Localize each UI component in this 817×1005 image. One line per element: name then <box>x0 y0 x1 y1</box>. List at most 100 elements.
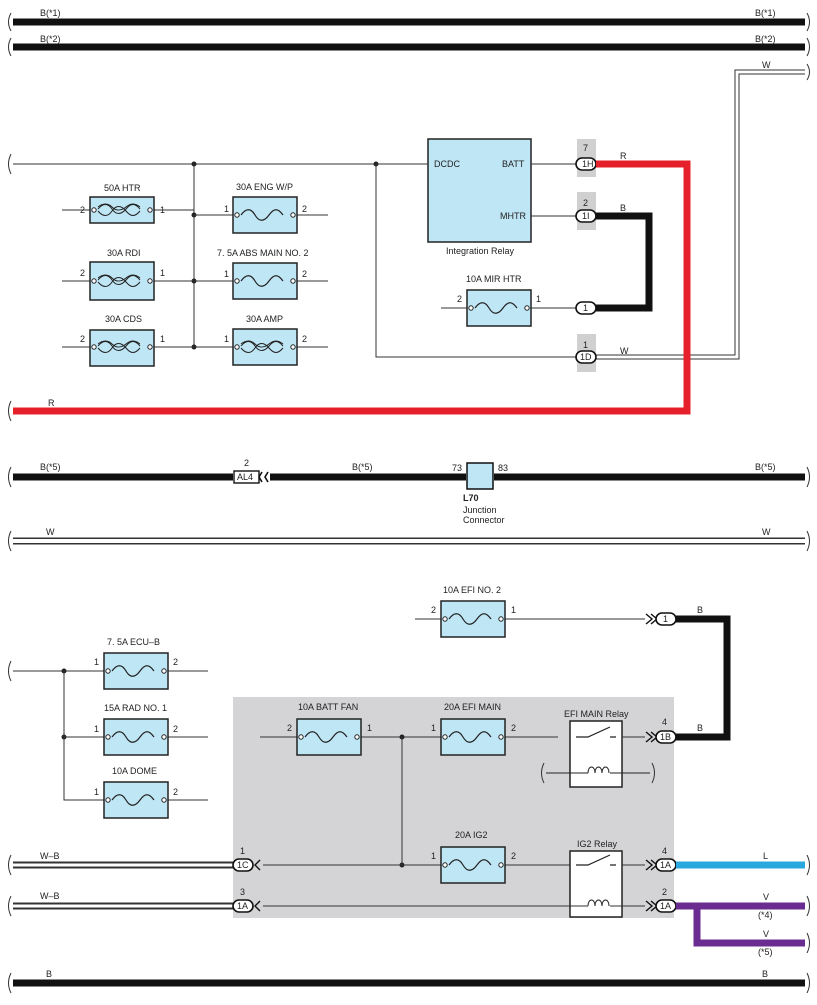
svg-text:1A: 1A <box>237 901 248 911</box>
wire-label: B <box>762 969 768 979</box>
svg-text:1: 1 <box>224 269 229 279</box>
wire-label: B(*2) <box>755 34 776 44</box>
fuse-10a-mir-htr: 10A MIR HTR 2 1 <box>441 274 578 327</box>
fuse-label: 10A MIR HTR <box>466 274 522 284</box>
bus-break-icon <box>8 530 810 552</box>
svg-text:2: 2 <box>173 724 178 734</box>
wire-label: B <box>697 605 703 615</box>
wire-label: B <box>697 723 703 733</box>
wire-label: B(*1) <box>40 8 61 18</box>
svg-text:DCDC: DCDC <box>434 159 460 169</box>
bus-break-icon <box>8 972 810 994</box>
wire-note: (*5) <box>758 947 773 957</box>
wire-label: W <box>620 346 629 356</box>
fuse-30a-amp: 30A AMP 1 2 <box>194 314 328 366</box>
svg-text:1: 1 <box>663 614 668 624</box>
svg-text:2: 2 <box>80 268 85 278</box>
relay-label: Integration Relay <box>446 246 515 256</box>
svg-text:1A: 1A <box>660 860 671 870</box>
fuse-label: 30A CDS <box>105 314 142 324</box>
svg-text:1I: 1I <box>582 211 590 221</box>
junction-connector-l70: 73 83 L70 Junction Connector <box>452 462 508 525</box>
svg-text:MHTR: MHTR <box>500 211 526 221</box>
connector-1h: 1H 7 <box>575 143 597 171</box>
fuse-label: 20A IG2 <box>455 830 488 840</box>
svg-text:1: 1 <box>536 294 541 304</box>
fuse-30a-eng-wp: 30A ENG W/P 1 2 <box>194 182 328 234</box>
wire-label: B(*5) <box>755 462 776 472</box>
wire-note: (*4) <box>758 910 773 920</box>
fuse-label: 20A EFI MAIN <box>444 702 501 712</box>
svg-text:1: 1 <box>224 334 229 344</box>
svg-text:1: 1 <box>94 724 99 734</box>
connector-1d: 1D 1 <box>575 340 597 364</box>
svg-text:73: 73 <box>452 463 462 473</box>
svg-text:2: 2 <box>287 723 292 733</box>
connector-1a-l: 1A 4 <box>655 846 677 872</box>
connector-efi-1: 1 <box>655 612 677 626</box>
svg-text:4: 4 <box>662 846 667 856</box>
bus-break-icon <box>8 466 810 488</box>
fuse-20a-efi-main: 20A EFI MAIN 1 2 <box>431 702 516 756</box>
connector-1a-in: 1A 3 <box>232 887 261 913</box>
svg-text:L70: L70 <box>463 493 479 503</box>
svg-text:1D: 1D <box>580 352 592 362</box>
fuse-label: 15A RAD NO. 1 <box>104 703 167 713</box>
wire-label: B(*2) <box>40 34 61 44</box>
svg-text:1: 1 <box>240 846 245 856</box>
connector-1c: 1C 1 <box>232 846 261 872</box>
svg-text:1: 1 <box>160 334 165 344</box>
svg-text:2: 2 <box>80 205 85 215</box>
wire-label: W–B <box>40 851 60 861</box>
svg-text:2: 2 <box>431 605 436 615</box>
svg-text:2: 2 <box>583 198 588 208</box>
bus-break-icon <box>8 400 12 422</box>
fuse-7-5a-abs-main-no2: 7. 5A ABS MAIN NO. 2 1 2 <box>194 248 328 300</box>
connector-1: 1 <box>575 301 597 315</box>
svg-text:2: 2 <box>80 334 85 344</box>
wire-label: L <box>763 851 768 861</box>
svg-text:1H: 1H <box>582 159 594 169</box>
wire-b-efi <box>676 615 731 741</box>
relay-label: IG2 Relay <box>577 839 618 849</box>
svg-text:1: 1 <box>94 657 99 667</box>
svg-text:2: 2 <box>457 294 462 304</box>
svg-text:1: 1 <box>94 787 99 797</box>
svg-text:1: 1 <box>583 303 588 313</box>
svg-text:Connector: Connector <box>463 515 505 525</box>
bus-break-icon <box>8 660 12 682</box>
wire-label: W <box>762 60 771 70</box>
fuse-30a-rdi: 30A RDI 2 1 <box>62 248 194 301</box>
fuse-10a-efi-no2: 10A EFI NO. 2 2 1 <box>415 585 659 638</box>
relay-label: EFI MAIN Relay <box>564 709 629 719</box>
ig2-relay: IG2 Relay <box>569 839 623 918</box>
integration-relay: DCDC BATT MHTR Integration Relay <box>376 138 578 256</box>
svg-text:4: 4 <box>662 717 667 727</box>
wire-v <box>676 902 805 947</box>
efi-main-relay: EFI MAIN Relay <box>541 709 655 788</box>
svg-text:1: 1 <box>160 268 165 278</box>
wire-label: R <box>48 398 55 408</box>
bus-break-icon <box>806 895 810 954</box>
fuse-label: 7. 5A ECU–B <box>107 637 160 647</box>
fuse-50a-htr: 50A HTR 2 1 <box>62 183 194 224</box>
svg-text:2: 2 <box>511 723 516 733</box>
connector-1i: 1I 2 <box>575 198 597 223</box>
wire-label: R <box>620 151 627 161</box>
wire-label: B <box>46 969 52 979</box>
svg-text:2: 2 <box>173 657 178 667</box>
svg-text:2: 2 <box>302 269 307 279</box>
svg-text:1: 1 <box>511 605 516 615</box>
fuse-10a-dome: 10A DOME 1 2 <box>94 766 178 819</box>
svg-text:1C: 1C <box>237 860 249 870</box>
fuse-label: 7. 5A ABS MAIN NO. 2 <box>217 248 309 258</box>
svg-text:1: 1 <box>431 723 436 733</box>
svg-text:Junction: Junction <box>463 505 497 515</box>
wire-label: B <box>620 203 626 213</box>
svg-text:1: 1 <box>224 204 229 214</box>
svg-text:AL4: AL4 <box>237 472 253 482</box>
connector-1a-v: 1A 2 <box>655 887 677 913</box>
bus-break-icon <box>806 854 810 876</box>
svg-text:1: 1 <box>583 340 588 350</box>
